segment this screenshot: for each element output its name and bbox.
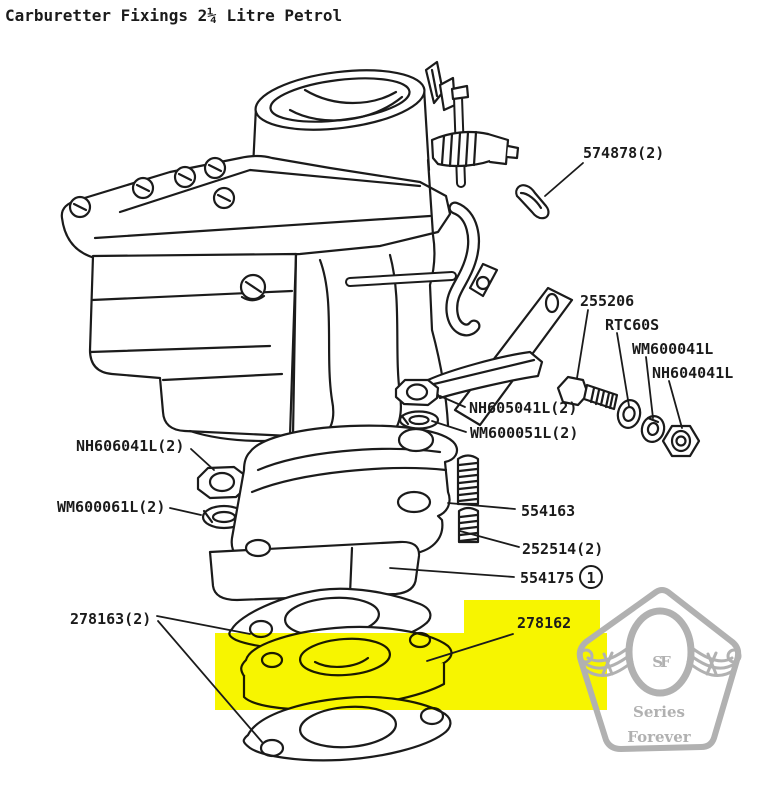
fuel-inlet-fitting [430, 130, 520, 168]
footnote-number: 1 [586, 569, 595, 587]
watermark-series-text: Series [633, 703, 685, 721]
leader-adaptor [389, 567, 515, 578]
plain-washer [616, 399, 642, 429]
mounting-flange [208, 538, 421, 602]
leader-stud-lower [459, 530, 520, 548]
bolt-255206 [556, 375, 619, 411]
leader-right-spring-washer [645, 356, 654, 419]
label-stud-upper: 554163 [521, 502, 575, 520]
watermark-forever-text: Forever [627, 728, 692, 746]
stud-554163 [456, 454, 480, 506]
highlight-label-box [464, 600, 600, 647]
label-stud-lower: 252514(2) [522, 540, 603, 558]
throttle-linkage [345, 201, 574, 427]
highlight-marker [215, 600, 607, 710]
watermark-leafspring-left [578, 646, 634, 678]
air-horn [250, 69, 431, 190]
leader-stud-upper [447, 502, 516, 510]
label-adaptor: 554175 [520, 569, 574, 587]
mid-spring-washer [398, 410, 440, 430]
adaptor-elbow [230, 424, 459, 564]
right-nut [661, 424, 701, 458]
watermark-logo: SF Series Forever [576, 587, 742, 752]
watermark-texts: SF Series Forever [627, 653, 692, 746]
float-chamber-lid [60, 154, 452, 264]
label-mid-spring-washer: WM600051L(2) [470, 424, 578, 442]
part-labels: 574878(2) 255206 RTC60S WM600041L NH6040… [57, 144, 733, 632]
label-right-spring-washer: WM600041L [632, 340, 713, 358]
leader-lines [156, 162, 683, 743]
watermark-initials: SF [652, 653, 671, 671]
right-spring-washer [640, 415, 666, 443]
label-left-nut: NH606041L(2) [76, 437, 184, 455]
label-left-spring-washer: WM600061L(2) [57, 498, 165, 516]
watermark-leafspring-right [686, 646, 742, 678]
lid-screws [68, 156, 236, 219]
leader-mid-spring-washer [431, 420, 467, 433]
stud-252514 [457, 506, 480, 544]
leader-gasket-lower [157, 620, 263, 743]
footnote-marker: 1 [579, 565, 603, 589]
leader-left-nut [190, 448, 215, 471]
float-chamber [88, 252, 298, 438]
leader-bolt [576, 309, 589, 379]
label-right-nut: NH604041L [652, 364, 733, 382]
label-clip: 574878(2) [583, 144, 664, 162]
clamp-bracket [426, 350, 544, 400]
clip [515, 184, 550, 220]
leader-spacer [426, 633, 514, 662]
label-gaskets: 278163(2) [70, 610, 151, 628]
leader-clip [544, 162, 584, 197]
label-mid-nut: NH605041L(2) [469, 399, 577, 417]
leader-left-spring-washer [169, 507, 202, 516]
leader-mid-nut [439, 395, 466, 408]
mid-nut [394, 378, 440, 407]
label-plain-washer: RTC60S [605, 316, 659, 334]
leader-gasket-upper [156, 615, 251, 635]
watermark-shapes [576, 587, 742, 752]
label-bolt: 255206 [580, 292, 634, 310]
watermark-oval [625, 607, 695, 697]
page-title: Carburetter Fixings 2¼ Litre Petrol [5, 6, 343, 25]
leader-right-nut [668, 380, 683, 429]
rim-bracket [424, 60, 457, 112]
leader-plain-washer [616, 332, 630, 407]
label-spacer: 278162 [517, 614, 571, 632]
